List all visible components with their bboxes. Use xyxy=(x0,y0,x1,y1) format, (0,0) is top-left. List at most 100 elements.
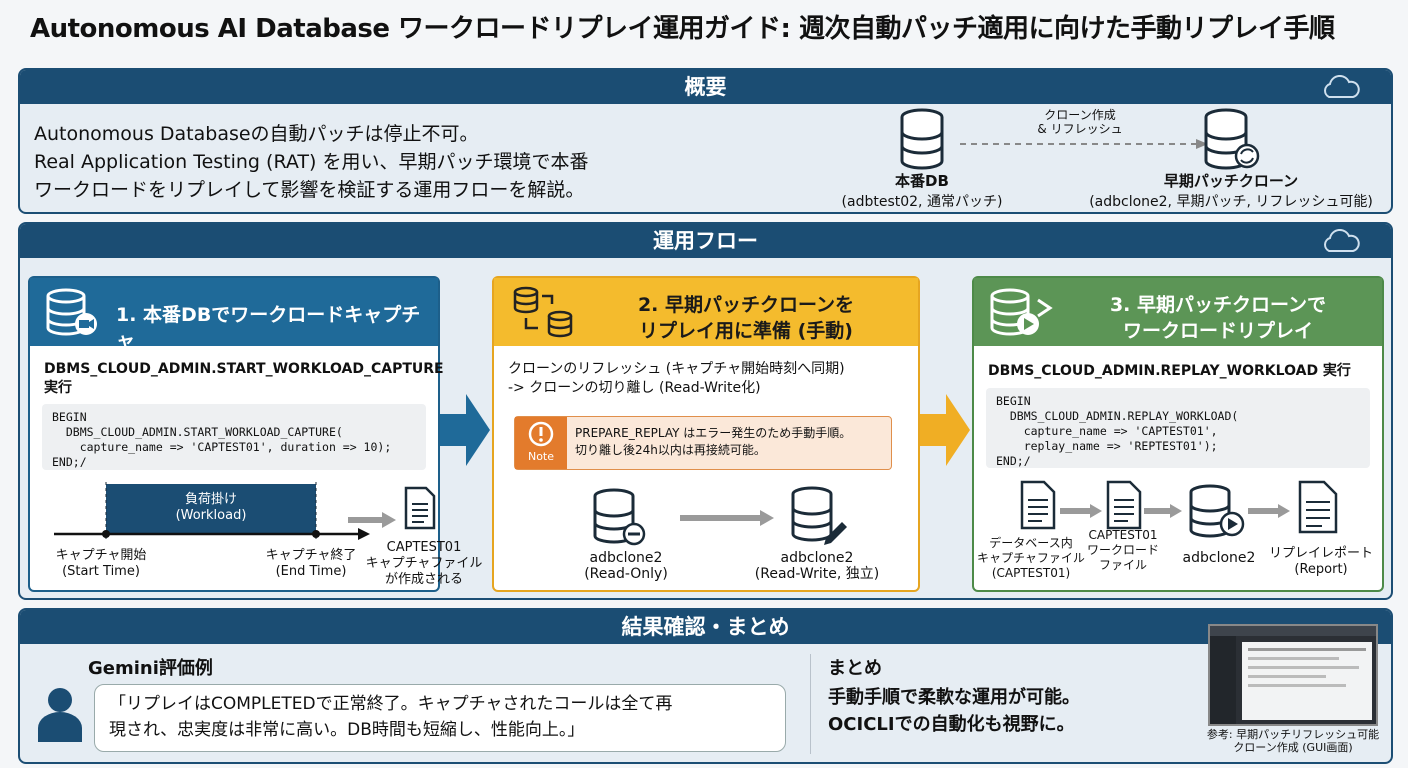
step3-command: DBMS_CLOUD_ADMIN.REPLAY_WORKLOAD 実行 xyxy=(988,363,1351,379)
note-line-1: PREPARE_REPLAY はエラー発生のため手動手順。 xyxy=(575,426,852,440)
gui-screenshot-thumbnail xyxy=(1208,624,1378,726)
file-icon xyxy=(1020,480,1056,530)
report-icon xyxy=(1298,480,1338,534)
database-play-icon xyxy=(990,288,1053,336)
file-icon xyxy=(404,486,436,530)
step3-code: BEGIN DBMS_CLOUD_ADMIN.REPLAY_WORKLOAD( … xyxy=(986,388,1370,468)
database-play-icon xyxy=(1189,484,1245,538)
step3-title-line-2: ワークロードリプレイ xyxy=(1122,320,1313,342)
step2-command-line-1: クローンのリフレッシュ (キャプチャ開始時刻へ同期) xyxy=(508,361,845,377)
step1-card: 1. 本番DBでワークロードキャプチャ DBMS_CLOUD_ADMIN.STA… xyxy=(28,276,482,592)
screenshot-caption: 参考: 早期パッチリフレッシュ可能 クローン作成 (GUI画面) xyxy=(1200,728,1386,754)
capture-file-label-3: が作成される xyxy=(384,572,463,587)
overview-section: 概要 Autonomous Databaseの自動パッチは停止不可。 Real … xyxy=(18,68,1393,214)
capture-file-label-2: キャプチャファイル xyxy=(365,556,483,571)
clone-readwrite-label: adbclone2 (Read-Write, 独立) xyxy=(740,550,894,582)
database-refresh-icon xyxy=(1204,108,1260,170)
step1-command-line-1: DBMS_CLOUD_ADMIN.START_WORKLOAD_CAPTURE xyxy=(44,361,444,377)
note-text: PREPARE_REPLAY はエラー発生のため手動手順。 切り離し後24h以内… xyxy=(575,425,851,459)
gray-arrow xyxy=(348,512,396,528)
screenshot-caption-line-1: 参考: 早期パッチリフレッシュ可能 xyxy=(1206,728,1380,741)
note-box: Note PREPARE_REPLAY はエラー発生のため手動手順。 切り離し後… xyxy=(514,416,892,470)
prod-db-name: 本番DB xyxy=(895,172,949,190)
clone-readwrite-label-1: adbclone2 xyxy=(780,550,854,566)
clone-arrow-label-1: クローン作成 xyxy=(1044,108,1116,122)
capture-start-label-1: キャプチャ開始 xyxy=(55,548,147,563)
file-icon xyxy=(1106,480,1142,530)
prod-db-detail: (adbtest02, 通常パッチ) xyxy=(841,194,1003,210)
capture-file-label-1: CAPTEST01 xyxy=(386,540,462,555)
clone-arrow-label: クローン作成 & リフレッシュ xyxy=(1020,108,1140,136)
step3-header: 3. 早期パッチクローンで ワークロードリプレイ xyxy=(974,278,1382,346)
workload-file-label-3: ファイル xyxy=(1098,558,1147,572)
internal-capture-file-label-2: キャプチャファイル xyxy=(977,551,1085,565)
workload-file-label-1: CAPTEST01 xyxy=(1088,528,1158,542)
replay-report-label-2: (Report) xyxy=(1294,562,1348,577)
internal-capture-file-label: データベース内 キャプチャファイル (CAPTEST01) xyxy=(976,536,1086,581)
replay-report-label: リプレイレポート (Report) xyxy=(1266,546,1376,578)
capture-file-label: CAPTEST01 キャプチャファイル が作成される xyxy=(364,540,484,588)
flow-header-label: 運用フロー xyxy=(653,229,758,253)
clone-readwrite-label-2: (Read-Write, 独立) xyxy=(754,566,880,582)
flow-header: 運用フロー xyxy=(20,224,1391,258)
page-title: Autonomous AI Database ワークロードリプレイ運用ガイド: … xyxy=(30,14,1335,44)
workload-box-line-1: 負荷掛け xyxy=(184,492,237,507)
clone-readonly-label: adbclone2 (Read-Only) xyxy=(566,550,686,582)
capture-timeline xyxy=(54,482,370,542)
overview-line-3: ワークロードをリプレイして影響を検証する運用フローを解説。 xyxy=(34,179,585,201)
workload-file-label: CAPTEST01 ワークロード ファイル xyxy=(1078,528,1168,573)
overview-header-label: 概要 xyxy=(684,75,727,99)
internal-capture-file-label-1: データベース内 xyxy=(989,536,1073,550)
result-header: 結果確認・まとめ xyxy=(20,610,1391,644)
step2-title-line-2: リプレイ用に準備 (手動) xyxy=(639,320,853,342)
prod-db: 本番DB (adbtest02, 通常パッチ) xyxy=(832,108,1012,211)
screenshot-caption-line-2: クローン作成 (GUI画面) xyxy=(1233,741,1353,754)
step2-title: 2. 早期パッチクローンを リプレイ用に準備 (手動) xyxy=(584,292,908,344)
flow-section: 運用フロー 1. 本番DBでワークロードキャプチャ DBMS_CLOUD_ADM… xyxy=(18,222,1393,600)
database-readonly-icon xyxy=(593,488,646,546)
note-line-2: 切り離し後24h以内は再接続可能。 xyxy=(575,443,766,457)
step3-title-line-1: 3. 早期パッチクローンで xyxy=(1109,294,1327,316)
step1-command-line-2: 実行 xyxy=(44,380,72,396)
step1-command: DBMS_CLOUD_ADMIN.START_WORKLOAD_CAPTURE … xyxy=(44,360,444,398)
cloud-icon xyxy=(1324,229,1360,252)
internal-capture-file-label-3: (CAPTEST01) xyxy=(991,566,1071,580)
capture-start-label-2: (Start Time) xyxy=(62,564,140,579)
overview-header: 概要 xyxy=(20,70,1391,104)
step1-title: 1. 本番DBでワークロードキャプチャ xyxy=(116,304,421,352)
overview-line-2: Real Application Testing (RAT) を用い、早期パッチ… xyxy=(34,151,589,173)
overview-line-1: Autonomous Databaseの自動パッチは停止不可。 xyxy=(34,123,479,145)
clone-readonly-label-2: (Read-Only) xyxy=(584,566,668,582)
alert-icon xyxy=(528,421,554,447)
database-icon xyxy=(900,108,944,170)
note-icon-box: Note xyxy=(515,417,567,469)
workload-box: 負荷掛け (Workload) xyxy=(106,492,316,524)
step3-card: 3. 早期パッチクローンで ワークロードリプレイ DBMS_CLOUD_ADMI… xyxy=(972,276,1384,592)
gemini-quote-line-1: 「リプレイはCOMPLETEDで正常終了。キャプチャされたコールは全て再 xyxy=(109,694,673,714)
capture-start-label: キャプチャ開始 (Start Time) xyxy=(46,548,156,580)
gray-arrow xyxy=(1248,504,1290,518)
database-camera-icon xyxy=(46,288,97,336)
capture-end-label: キャプチャ終了 (End Time) xyxy=(256,548,366,580)
thumbnail-titlebar xyxy=(1210,626,1376,636)
step2-title-line-1: 2. 早期パッチクローンを xyxy=(637,294,855,316)
clone-arrow-label-2: & リフレッシュ xyxy=(1037,122,1123,136)
result-header-label: 結果確認・まとめ xyxy=(621,615,790,639)
database-sync-icon xyxy=(513,286,573,338)
user-icon xyxy=(38,688,82,742)
clone-db: 早期パッチクローン (adbclone2, 早期パッチ, リフレッシュ可能) xyxy=(1076,108,1386,211)
clone-db-name: 早期パッチクローン xyxy=(1163,172,1299,190)
workload-file-label-2: ワークロード xyxy=(1086,543,1159,557)
thumbnail-sidebar xyxy=(1210,636,1236,724)
step2-command-line-2: -> クローンの切り離し (Read-Write化) xyxy=(508,380,761,396)
gray-arrow xyxy=(680,510,774,526)
cloud-icon xyxy=(1324,75,1360,98)
gray-arrow xyxy=(1144,504,1182,518)
step2-command: クローンのリフレッシュ (キャプチャ開始時刻へ同期) -> クローンの切り離し … xyxy=(508,360,845,398)
result-section: 結果確認・まとめ Gemini評価例 「リプレイはCOMPLETEDで正常終了。… xyxy=(18,608,1393,764)
database-edit-icon xyxy=(791,486,847,545)
flow-arrow-1 xyxy=(440,394,490,466)
summary-line-1: 手動手順で柔軟な運用が可能。 xyxy=(828,687,1080,708)
step1-code: BEGIN DBMS_CLOUD_ADMIN.START_WORKLOAD_CA… xyxy=(42,404,426,470)
replay-report-label-1: リプレイレポート xyxy=(1268,546,1373,561)
